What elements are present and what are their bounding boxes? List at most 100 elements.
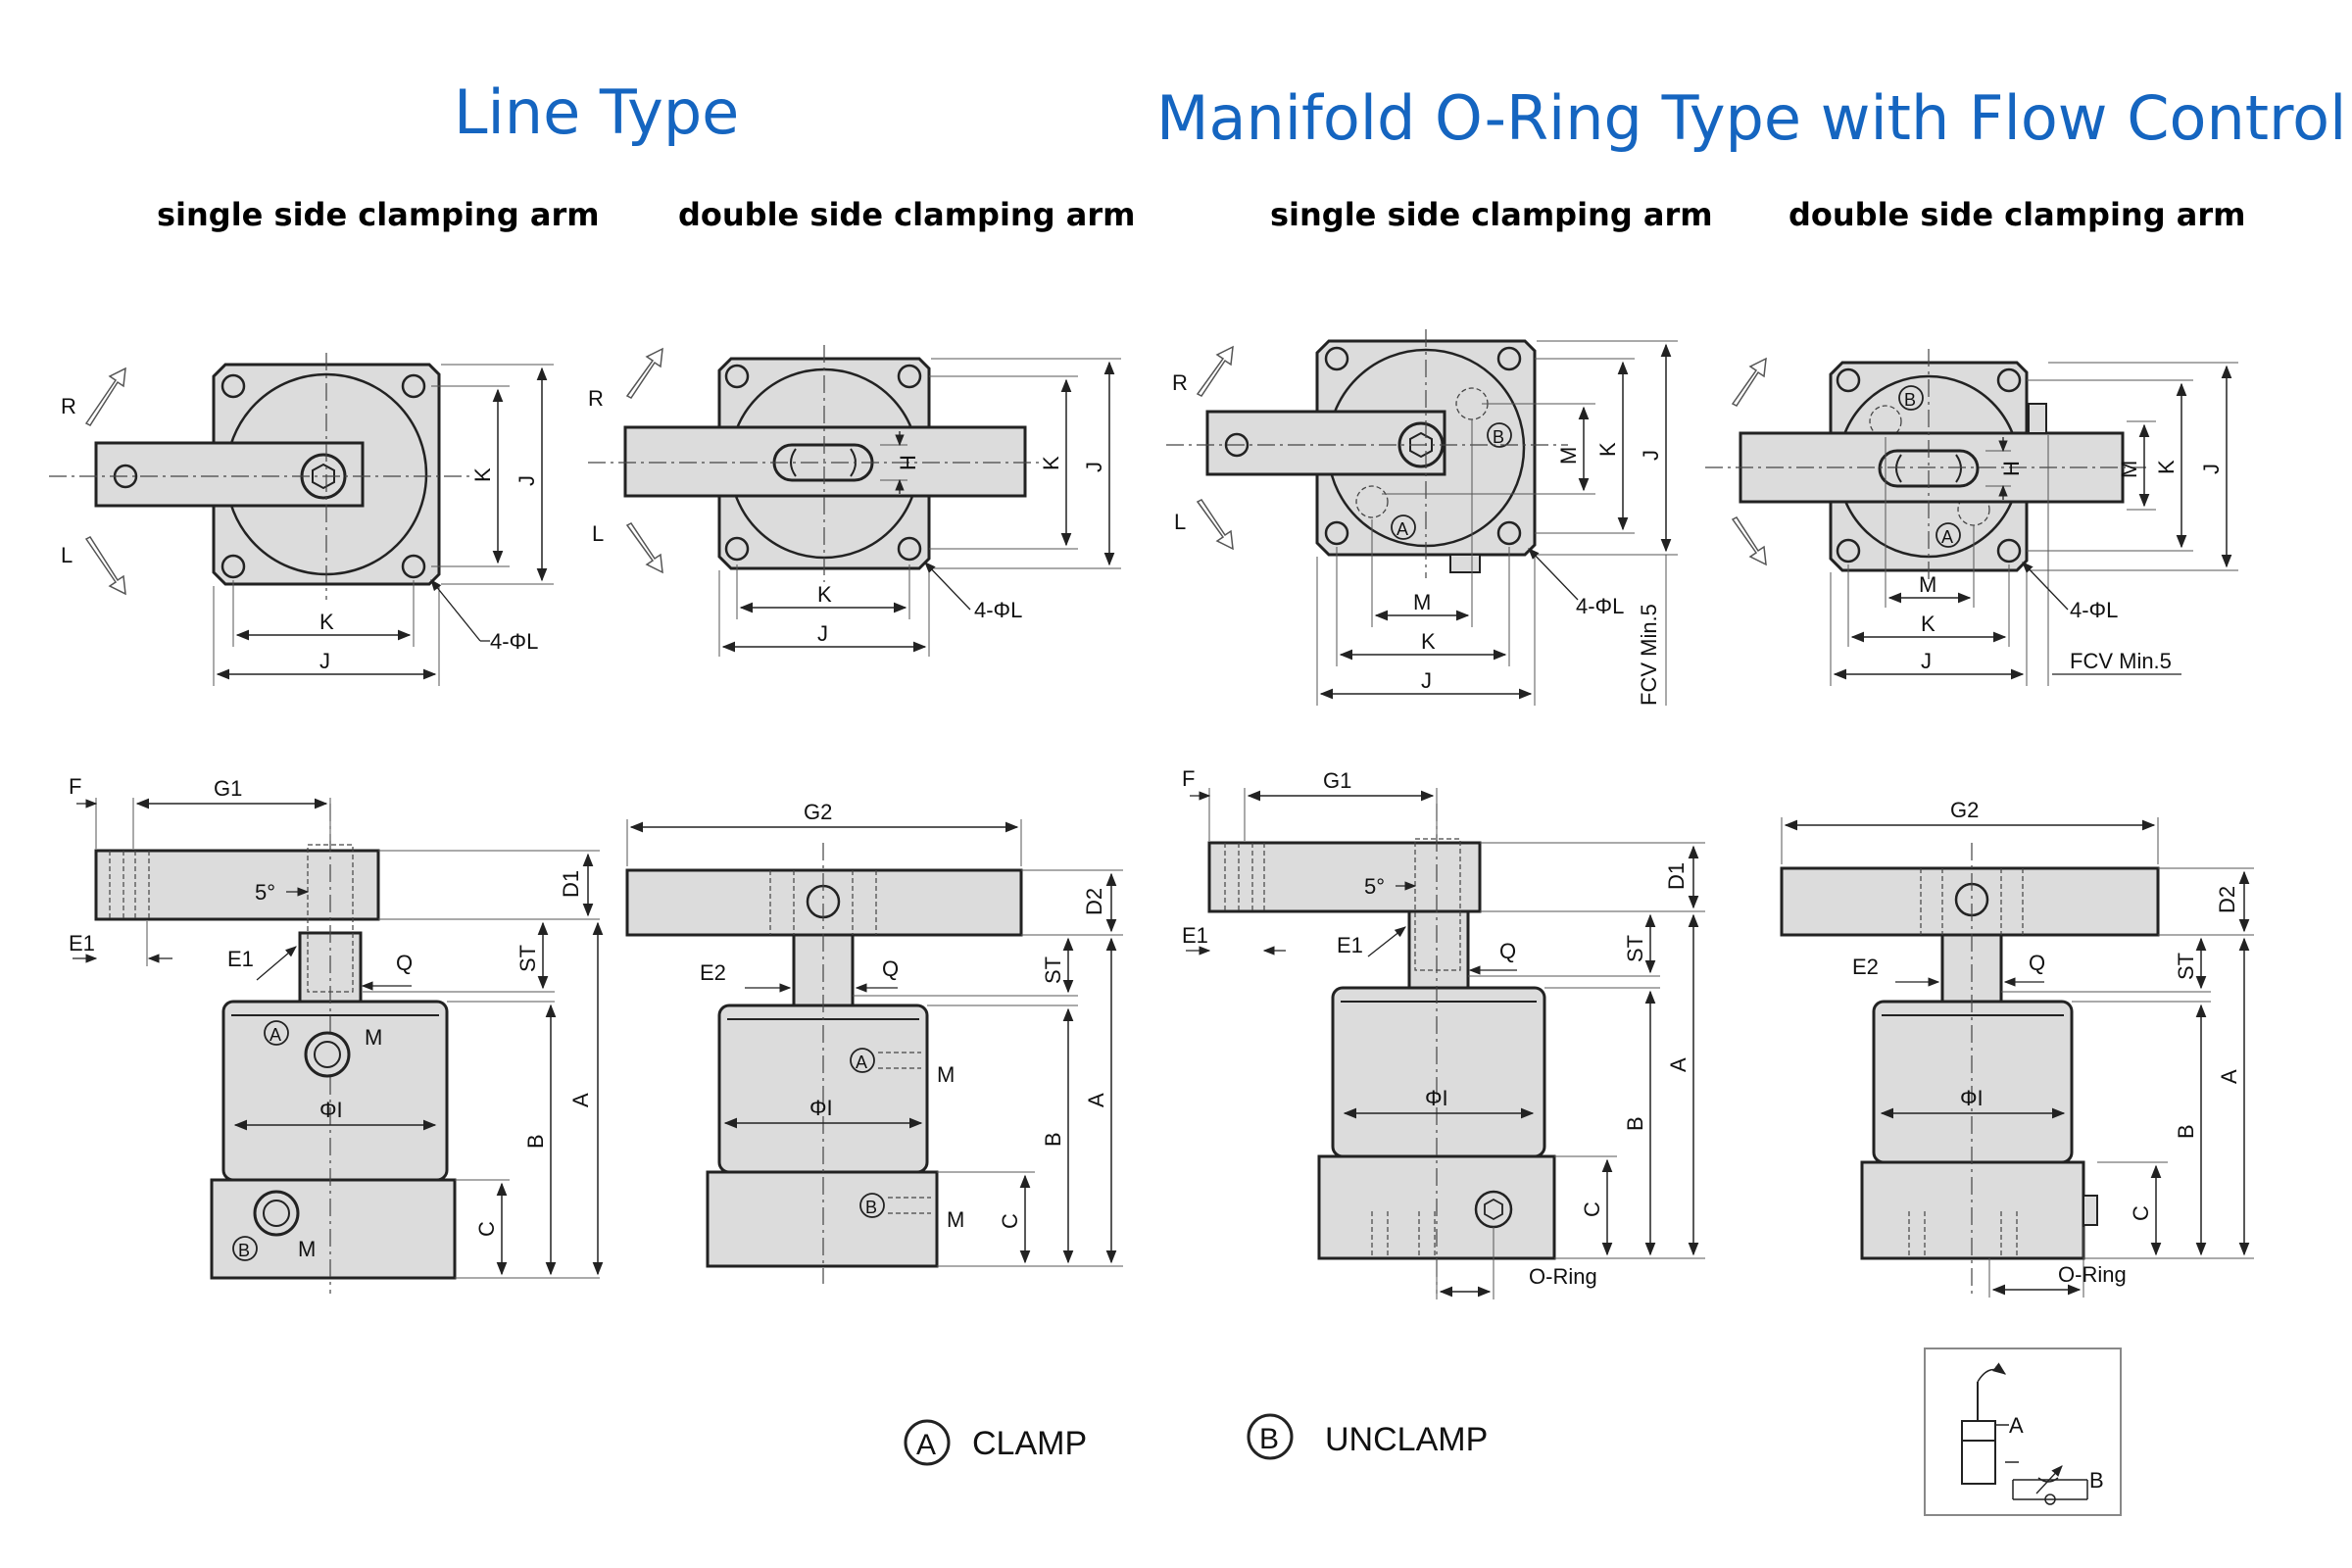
subtitle-line-double: double side clamping arm: [678, 196, 1136, 233]
dim-d1-label: D1: [1664, 862, 1689, 890]
front-view-line-double: ΦI A M B M G2 E2 Q D2 ST A B C: [625, 800, 1123, 1284]
dim-j-label: J: [1421, 668, 1432, 693]
dim-g1-label: G1: [1323, 768, 1351, 793]
dim-k-label: K: [1421, 629, 1436, 654]
top-view-line-single: K J K J 4-ΦL R L: [49, 353, 554, 686]
dim-q-label: Q: [1499, 939, 1516, 963]
port-a-label: A: [1396, 519, 1408, 539]
phi-i-label: ΦI: [1960, 1086, 1984, 1110]
flow-control-valve: [1474, 1190, 1513, 1229]
phi-i-label: ΦI: [1425, 1086, 1448, 1110]
rotation-r-label: R: [61, 394, 76, 418]
subtitle-line-single: single side clamping arm: [157, 196, 600, 233]
dim-d1-label: D1: [559, 870, 583, 898]
rotate-l-arrow-icon: [1196, 499, 1234, 551]
dim-k-label: K: [817, 582, 832, 607]
subtitle-manifold-double: double side clamping arm: [1788, 196, 2246, 233]
dim-j-label: J: [514, 475, 539, 486]
flow-control-valve: [2082, 1195, 2098, 1226]
title-manifold-type: Manifold O-Ring Type with Flow Control: [1156, 82, 2347, 154]
rotation-l-label: L: [592, 521, 604, 546]
dim-m-label: M: [2117, 461, 2141, 478]
dim-st-label: ST: [2174, 953, 2198, 980]
oring-label: O-Ring: [2058, 1262, 2127, 1287]
legend-clamp-symbol: A: [916, 1429, 936, 1461]
flow-control-valve: [2028, 403, 2047, 434]
hole-label: 4-ΦL: [490, 629, 538, 654]
dim-q-label: Q: [2029, 951, 2045, 975]
dim-h-label: H: [1999, 461, 2024, 476]
hydraulic-schematic: A B: [1924, 1348, 2122, 1516]
hole-label: 4-ΦL: [974, 598, 1022, 622]
dim-g2-label: G2: [804, 800, 832, 824]
dim-e1-label: E1: [1337, 933, 1363, 957]
dim-q-label: Q: [882, 956, 899, 981]
dim-k-label: K: [1595, 442, 1620, 457]
dim-st-label: ST: [1041, 956, 1065, 984]
port-b-label: B: [865, 1198, 877, 1217]
dim-a-label: A: [1666, 1057, 1690, 1072]
oring-label: O-Ring: [1529, 1264, 1597, 1289]
dim-j-label: J: [817, 621, 828, 646]
phi-i-label: ΦI: [809, 1096, 833, 1120]
clamp-symbol-icon: [904, 1419, 951, 1466]
dim-d2-label: D2: [1082, 888, 1106, 915]
unclamp-symbol-icon: [1247, 1413, 1294, 1460]
subtitle-manifold-single: single side clamping arm: [1270, 196, 1713, 233]
dim-m-label: M: [1919, 572, 1936, 597]
port-m-label: M: [298, 1237, 316, 1261]
hole-label: 4-ΦL: [1576, 594, 1624, 618]
dim-e1-label: E1: [1182, 923, 1208, 948]
legend: A CLAMP B UNCLAMP: [904, 1413, 1488, 1466]
rotate-r-arrow-icon: [1731, 357, 1767, 407]
dim-j-label: J: [1082, 462, 1106, 472]
dim-e1-label: E1: [69, 931, 95, 956]
dim-a-label: A: [1084, 1093, 1108, 1107]
rotate-l-arrow-icon: [625, 522, 663, 574]
dim-b-label: B: [1041, 1132, 1065, 1147]
dim-st-label: ST: [515, 945, 540, 972]
dim-k-label: K: [1921, 612, 1936, 636]
rotation-l-label: L: [61, 543, 73, 567]
front-view-line-single: A M B M ΦI G1 F E1 E1 5° Q D1 ST: [69, 774, 604, 1294]
rotate-l-arrow-icon: [84, 536, 126, 596]
dim-g2-label: G2: [1950, 798, 1979, 822]
dim-f-label: F: [69, 774, 81, 799]
legend-unclamp-symbol: B: [1259, 1423, 1279, 1455]
dim-b-label: B: [1623, 1116, 1647, 1131]
dim-j-label: J: [2199, 464, 2224, 474]
dim-j-label: J: [1639, 450, 1663, 461]
dim-j-label: J: [319, 649, 330, 673]
title-line-type: Line Type: [454, 76, 740, 148]
front-view-manifold-double: ΦI G2 E2 Q D2 ST A B C O-Ring: [1780, 798, 2254, 1298]
dim-h-label: H: [896, 455, 920, 470]
rotate-r-arrow-icon: [84, 367, 126, 426]
top-view-manifold-single: B A M K J FCV Min.5 M K: [1166, 329, 1678, 706]
schematic-b-label: B: [2089, 1468, 2104, 1493]
dim-c-label: C: [474, 1221, 499, 1237]
schematic-a-label: A: [2009, 1413, 2024, 1438]
dim-k-label: K: [470, 467, 495, 482]
dim-a-label: A: [2217, 1069, 2241, 1084]
dim-m-label: M: [1556, 447, 1581, 465]
dim-e2-label: E2: [700, 960, 726, 985]
hole-label: 4-ΦL: [2070, 598, 2118, 622]
dim-f-label: F: [1182, 766, 1195, 791]
port-m-label: M: [947, 1207, 964, 1232]
dim-e2-label: E2: [1852, 955, 1879, 979]
dim-k-label: K: [319, 610, 334, 634]
front-view-manifold-single: ΦI G1 F E1 E1 5° Q D1 ST A B: [1182, 766, 1705, 1299]
dim-k-label: K: [1039, 456, 1063, 470]
dim-b-label: B: [523, 1134, 548, 1149]
rotate-r-arrow-icon: [1196, 345, 1234, 397]
dim-m-label: M: [1413, 590, 1431, 614]
dim-d2-label: D2: [2215, 886, 2239, 913]
dim-c-label: C: [1580, 1201, 1604, 1217]
dim-q-label: Q: [396, 951, 413, 975]
top-view-manifold-double: B A H M K J M K: [1705, 349, 2238, 686]
rotate-l-arrow-icon: [1731, 516, 1767, 566]
dim-k-label: K: [2154, 460, 2179, 474]
flow-control-valve: [1449, 554, 1481, 573]
rotation-l-label: L: [1174, 510, 1186, 534]
legend-clamp: CLAMP: [972, 1425, 1087, 1462]
